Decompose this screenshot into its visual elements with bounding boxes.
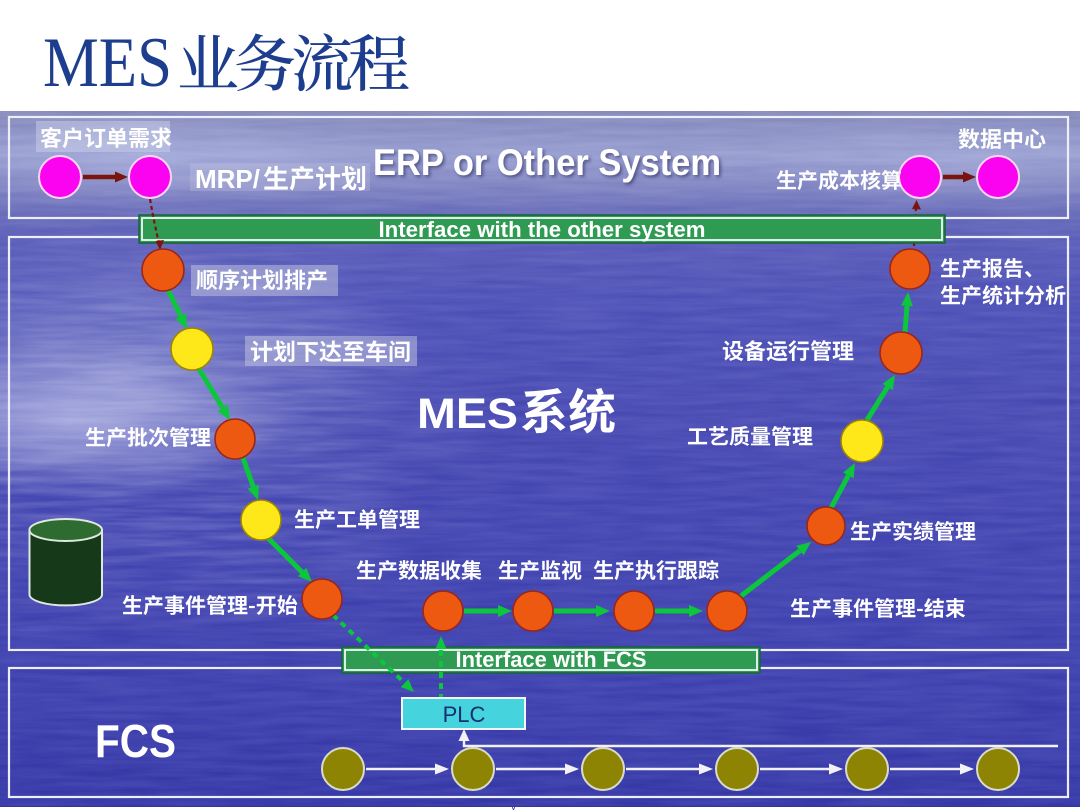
svg-text:MES: MES: [43, 24, 172, 102]
svg-text:PLC: PLC: [443, 702, 486, 727]
svg-text:Interface with FCS: Interface with FCS: [456, 647, 647, 672]
svg-text:v̌: v̌: [511, 801, 516, 810]
svg-text:ERP or Other System: ERP or Other System: [373, 142, 721, 183]
svg-text:MES: MES: [417, 390, 518, 438]
svg-text:MRP/: MRP/: [195, 164, 260, 194]
svg-text:FCS: FCS: [95, 715, 176, 767]
svg-text:Interface with the other syste: Interface with the other system: [379, 217, 706, 242]
